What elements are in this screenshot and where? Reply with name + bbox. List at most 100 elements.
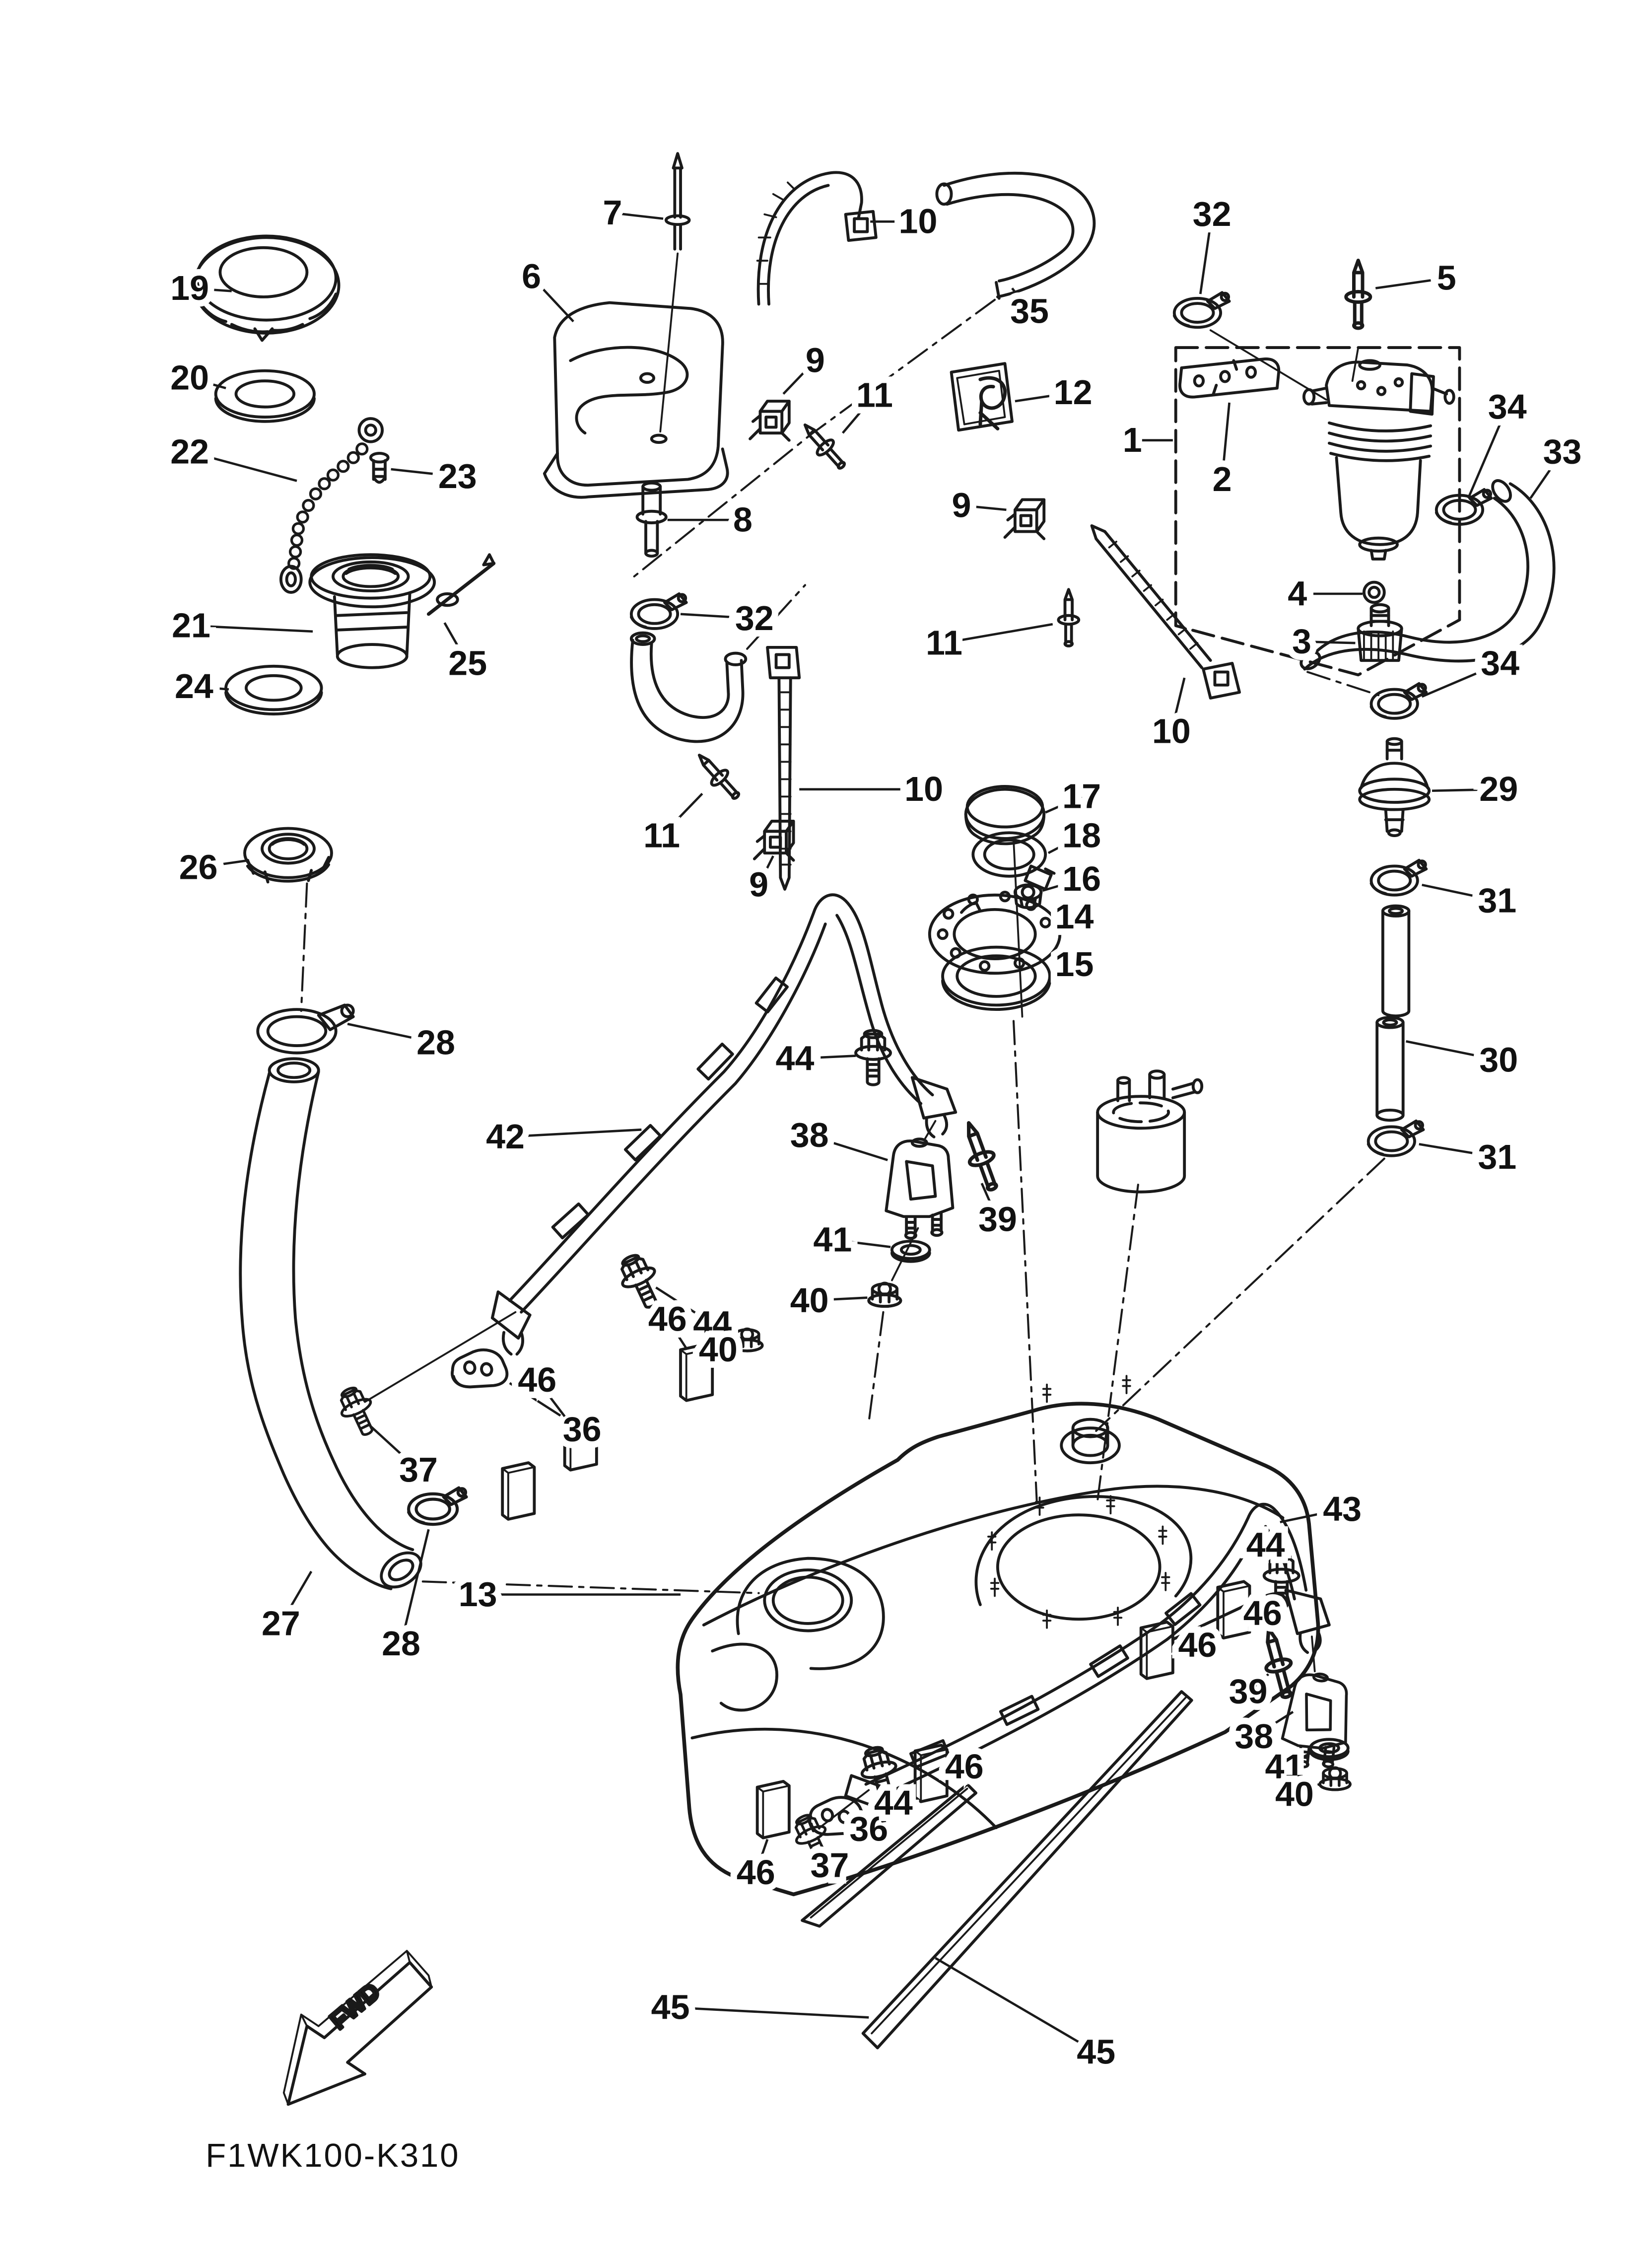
callout-43: 43	[1280, 1483, 1368, 1535]
callout-26: 26	[173, 841, 250, 893]
callout-46: 46	[642, 1293, 693, 1349]
part-number-label: 32	[735, 599, 774, 638]
part-number-label: 44	[874, 1783, 913, 1822]
callout-10: 10	[1146, 677, 1197, 757]
fuel-cap-assembly-drawing	[192, 234, 496, 1012]
part-number-label: 46	[518, 1360, 556, 1399]
part-number-label: 25	[448, 643, 487, 682]
tank-studs	[987, 1375, 1170, 1629]
callout-35: 35	[1004, 285, 1055, 337]
part-number-label: 4	[1288, 574, 1307, 613]
part-number-label: 23	[438, 457, 477, 496]
callout-20: 20	[164, 352, 226, 404]
part-number-label: 33	[1543, 432, 1582, 471]
part-number-label: 3	[1292, 622, 1311, 661]
callout-32: 32	[680, 592, 780, 644]
callout-44: 44	[769, 1033, 856, 1084]
callout-41: 41	[807, 1213, 891, 1265]
callout-9: 9	[743, 855, 775, 911]
part-number-label: 20	[170, 358, 209, 397]
part-number-label: 37	[399, 1450, 438, 1489]
callout-37: 37	[367, 1422, 444, 1495]
part-number-label: 19	[170, 269, 209, 307]
callout-44: 44	[655, 1286, 738, 1349]
fwd-arrow: FWD	[282, 1950, 433, 2106]
callout-11: 11	[841, 369, 899, 434]
callout-22: 22	[164, 425, 297, 482]
part-number-label: 1	[1123, 421, 1142, 459]
part-number-label: 7	[603, 193, 622, 232]
part-number-label: 34	[1488, 387, 1527, 426]
part-number-label: 41	[813, 1220, 852, 1259]
callout-31: 31	[1419, 1131, 1523, 1183]
callout-38: 38	[784, 1109, 888, 1161]
callout-45: 45	[935, 1957, 1122, 2078]
part-number-label: 27	[262, 1604, 300, 1642]
callout-34: 34	[1467, 381, 1533, 499]
damper-rails-drawing	[801, 1690, 1193, 2050]
part-number-label: 46	[1178, 1626, 1217, 1664]
callout-2: 2	[1206, 402, 1238, 505]
callout-14: 14	[1048, 891, 1100, 942]
part-number-label: 31	[1478, 1137, 1516, 1176]
cover-assembly-drawing	[543, 152, 806, 743]
callout-39: 39	[972, 1183, 1024, 1245]
part-number-label: 28	[382, 1624, 420, 1663]
fuel-tank-drawing	[676, 1375, 1320, 1897]
callout-4: 4	[1281, 567, 1363, 619]
part-number-label: 38	[790, 1116, 829, 1154]
part-number-label: 17	[1062, 777, 1101, 816]
part-number-label: 42	[486, 1117, 525, 1156]
part-number-label: 46	[648, 1300, 687, 1339]
fuel-gauge-assembly-drawing	[928, 785, 1204, 1502]
part-number-label: 16	[1062, 859, 1101, 898]
part-number-label: 45	[651, 1987, 690, 2026]
part-number-label: 40	[699, 1330, 738, 1369]
part-number-label: 10	[1152, 711, 1191, 750]
callout-9: 9	[782, 335, 831, 395]
callout-41: 41	[1258, 1741, 1312, 1792]
callout-6: 6	[515, 250, 574, 323]
callout-40: 40	[1269, 1768, 1320, 1820]
callout-3: 3	[1286, 615, 1356, 667]
part-number-label: 46	[945, 1747, 984, 1786]
callout-33: 33	[1529, 425, 1588, 499]
part-number-label: 6	[522, 257, 541, 295]
part-number-label: 26	[179, 848, 218, 887]
part-number-label: 40	[1275, 1774, 1314, 1813]
callout-28: 28	[375, 1529, 430, 1669]
callout-12: 12	[1015, 366, 1099, 418]
callout-11: 11	[637, 792, 703, 861]
callout-9: 9	[945, 479, 1007, 531]
part-number-label: 9	[749, 865, 768, 904]
part-number-label: 43	[1323, 1489, 1362, 1528]
callout-7: 7	[596, 187, 664, 238]
callout-25: 25	[442, 622, 493, 689]
part-code: F1WK100-K310	[205, 2137, 460, 2174]
callout-30: 30	[1406, 1034, 1524, 1086]
part-number-label: 5	[1437, 258, 1456, 297]
part-number-label: 41	[1265, 1747, 1304, 1786]
part-number-label: 8	[733, 500, 753, 539]
fwd-label: FWD	[325, 1978, 385, 2035]
callout-10: 10	[870, 196, 944, 247]
part-number-label: 10	[904, 770, 943, 808]
callout-8: 8	[667, 494, 759, 546]
callout-21: 21	[165, 599, 313, 651]
part-number-label: 11	[856, 376, 893, 415]
callout-17: 17	[1045, 771, 1107, 822]
part-number-label: 39	[1229, 1672, 1268, 1710]
callout-31: 31	[1422, 875, 1523, 926]
part-number-label: 2	[1213, 460, 1232, 498]
part-number-label: 15	[1055, 945, 1094, 984]
callout-36: 36	[509, 1382, 608, 1455]
callout-44: 44	[1239, 1519, 1291, 1571]
part-number-label: 37	[811, 1845, 849, 1884]
callout-40: 40	[692, 1324, 744, 1375]
callout-11: 11	[919, 617, 1053, 669]
callout-16: 16	[1042, 853, 1107, 905]
part-number-label: 38	[1234, 1717, 1273, 1756]
part-number-label: 10	[899, 202, 938, 241]
